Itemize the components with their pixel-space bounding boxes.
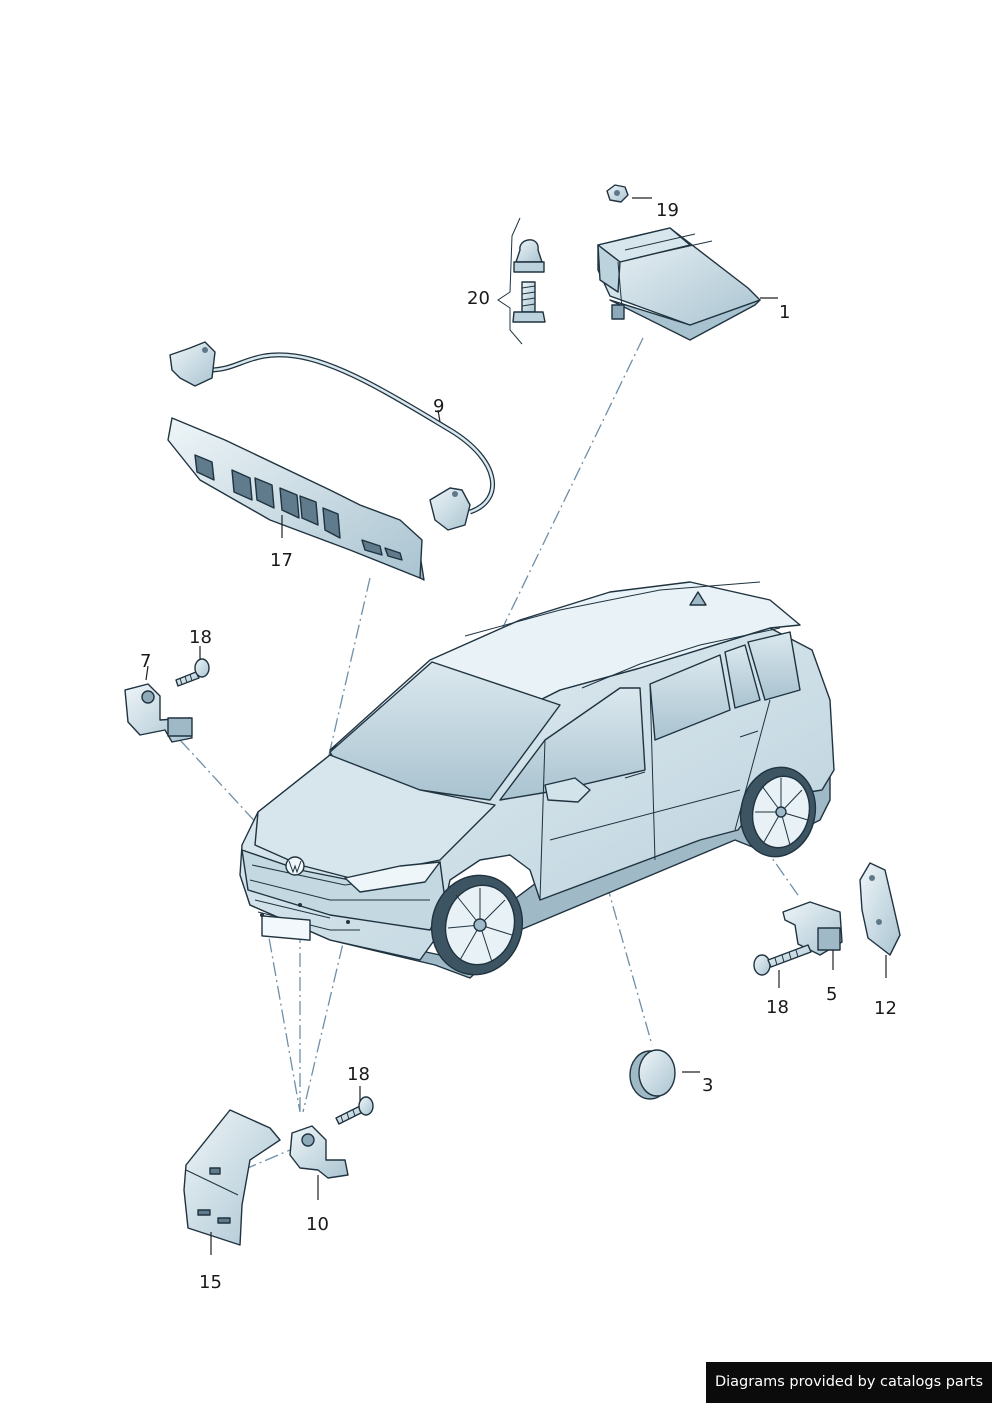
bracket-12 [859,862,901,956]
callout-1: 1 [779,302,790,323]
callout-18-lower: 18 [347,1064,370,1085]
callout-12: 12 [874,998,897,1019]
screw-18-right [753,944,812,976]
front-sensor-10 [289,1125,349,1179]
pressure-sensor-cover-3 [629,1049,676,1100]
side-sensor-5 [782,901,843,956]
screw-18-upper [175,658,210,687]
callout-3: 3 [702,1075,713,1096]
fasteners-20 [497,217,546,345]
nut-19 [606,184,629,203]
crash-sensor-7 [124,683,193,743]
callout-19: 19 [656,200,679,221]
credit-banner: Diagrams provided by catalogs parts [706,1362,992,1403]
callout-18-right: 18 [766,997,789,1018]
callout-17: 17 [270,550,293,571]
callout-5: 5 [826,984,837,1005]
callout-20: 20 [467,288,490,309]
callout-18-upper: 18 [189,627,212,648]
callout-15: 15 [199,1272,222,1293]
car-illustration [239,581,835,979]
bracket-15 [183,1109,281,1246]
callout-9: 9 [433,396,444,417]
callout-leaders [145,197,887,1255]
callout-10: 10 [306,1214,329,1235]
screw-18-lower [335,1096,374,1125]
airbag-control-unit-1 [597,227,761,341]
callout-7: 7 [140,651,151,672]
wiring-harness-9 [169,341,496,531]
bracket-17 [167,417,425,581]
